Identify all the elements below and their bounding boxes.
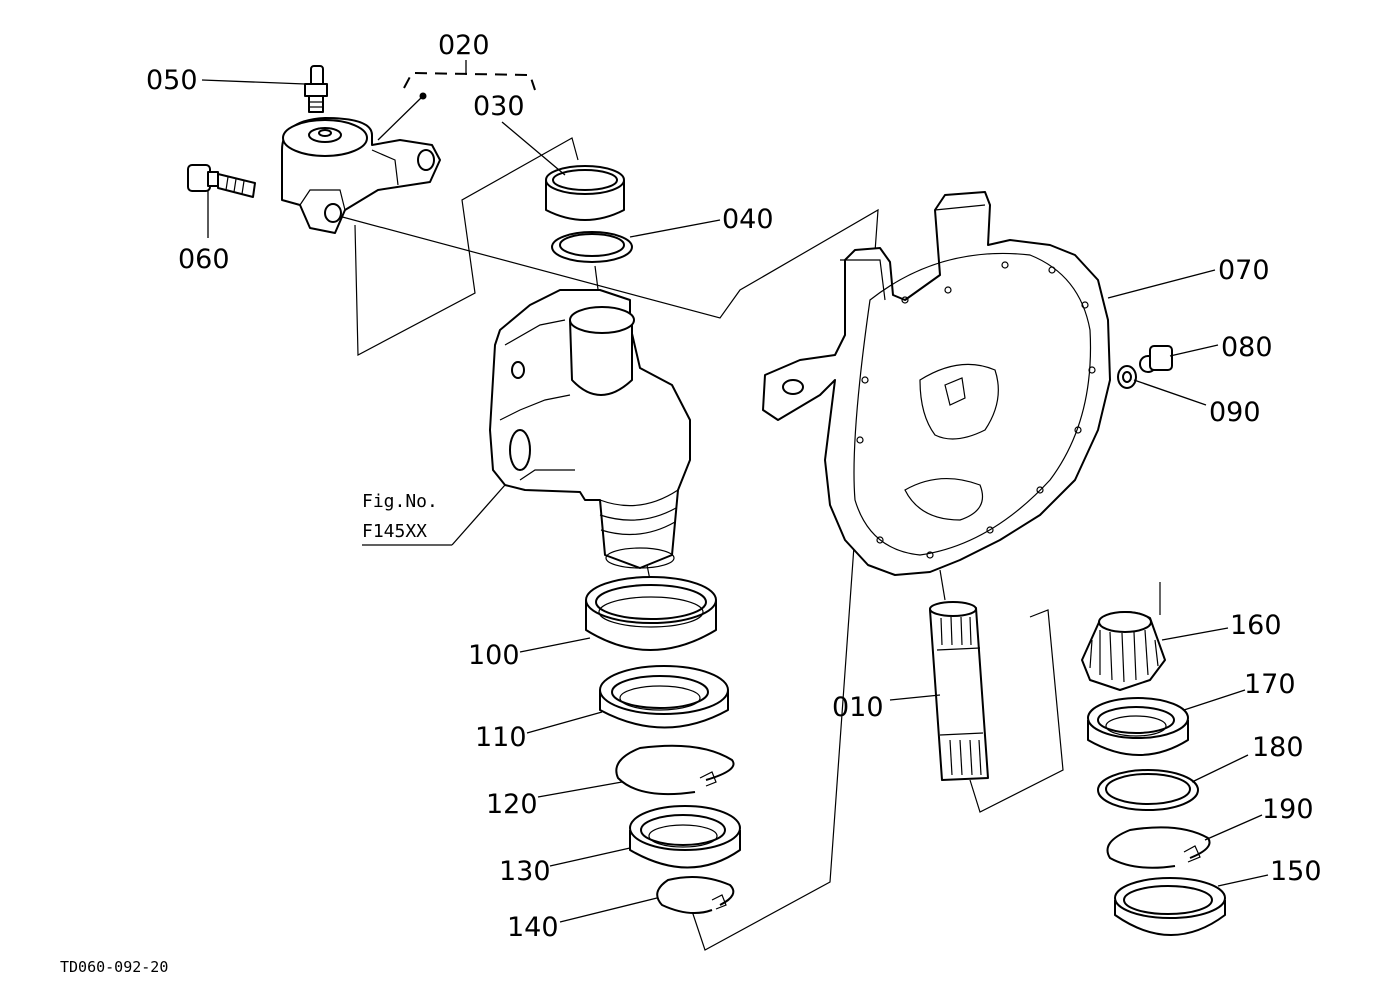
label-010: 010 — [832, 692, 884, 723]
bearing-110 — [599, 665, 729, 729]
part-labels: 020 050 030 040 060 070 080 090 100 160 … — [146, 30, 1322, 943]
label-160: 160 — [1230, 610, 1282, 641]
washer-090 — [1117, 365, 1137, 389]
circlip-190 — [1106, 826, 1211, 869]
axle-housing — [489, 289, 691, 569]
bushing-030 — [545, 165, 625, 221]
label-170: 170 — [1244, 669, 1296, 700]
label-100: 100 — [468, 640, 520, 671]
bearing-170 — [1087, 697, 1189, 756]
label-150: 150 — [1270, 856, 1322, 887]
label-190: 190 — [1262, 794, 1314, 825]
label-070: 070 — [1218, 255, 1270, 286]
grease-nipple-050 — [304, 65, 328, 113]
figure-reference: Fig.No. F145XX — [362, 491, 438, 542]
label-020: 020 — [438, 30, 490, 61]
final-case-070 — [762, 191, 1111, 576]
figure-ref-line1: Fig.No. — [362, 491, 438, 512]
bearing-130 — [629, 805, 741, 869]
shim-180 — [1097, 769, 1199, 811]
label-120: 120 — [486, 789, 538, 820]
kingpin-bracket-020 — [281, 117, 441, 234]
shaft-010 — [929, 601, 989, 781]
label-030: 030 — [473, 91, 525, 122]
assembly-guide-lines — [334, 137, 1161, 951]
group-bracket-020 — [403, 60, 536, 91]
label-110: 110 — [475, 722, 527, 753]
circlip-140 — [656, 876, 735, 915]
label-140: 140 — [507, 912, 559, 943]
plug-080 — [1139, 345, 1173, 373]
bolt-060 — [187, 164, 256, 198]
bevel-gear-160 — [1081, 611, 1166, 691]
drawing-code: TD060-092-20 — [60, 958, 168, 976]
label-180: 180 — [1252, 732, 1304, 763]
label-080: 080 — [1221, 332, 1273, 363]
label-130: 130 — [499, 856, 551, 887]
seal-ring-040 — [551, 231, 633, 263]
oil-seal-150 — [1114, 877, 1226, 936]
leader-lines — [201, 79, 1269, 923]
circlip-120 — [615, 744, 735, 796]
label-060: 060 — [178, 244, 230, 275]
figure-ref-line2: F145XX — [362, 521, 427, 542]
label-050: 050 — [146, 65, 198, 96]
oil-seal-100 — [585, 576, 717, 651]
label-090: 090 — [1209, 397, 1261, 428]
label-040: 040 — [722, 204, 774, 235]
